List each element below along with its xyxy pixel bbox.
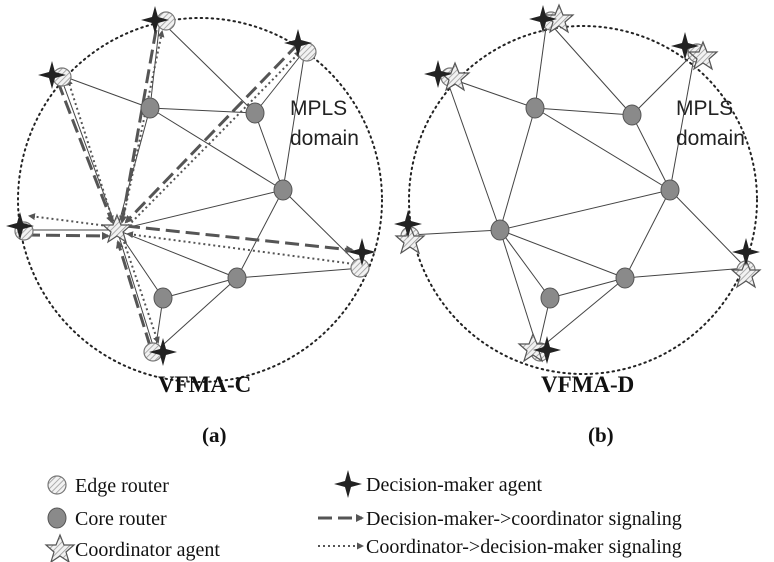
coord-to-dm-arrow [122, 30, 165, 221]
coord-to-dm-arrow [66, 78, 115, 225]
legend-coord-to-dm-label: Coordinator->decision-maker signaling [366, 536, 682, 558]
legend-coordinator-label: Coordinator agent [75, 539, 220, 561]
core-router [227, 267, 247, 289]
domain-label-line2: domain [676, 127, 745, 150]
coord-to-dm-arrow [127, 50, 302, 227]
core-router [540, 287, 560, 309]
scheme-label: VFMA-C [158, 372, 251, 397]
domain-boundary-a [17, 17, 383, 383]
domain-label-line1: MPLS [676, 97, 733, 120]
core-router [622, 104, 642, 126]
dm-to-coord-arrow [119, 29, 158, 224]
coord-to-dm-arrow [126, 231, 355, 265]
core-routers-b [490, 97, 680, 309]
core-router [245, 102, 265, 124]
legend: Edge router Core router Coordinator agen… [44, 470, 682, 562]
dm-to-coord-arrow [115, 240, 152, 347]
legend-dm-to-coord-label: Decision-maker->coordinator signaling [366, 508, 682, 530]
panel-label: (b) [588, 423, 614, 447]
core-router [490, 219, 510, 241]
legend-decision-maker-label: Decision-maker agent [366, 474, 542, 496]
panel-a: MPLS domain VFMA-C (a) [6, 6, 383, 447]
core-router [153, 287, 173, 309]
scheme-label: VFMA-D [541, 372, 634, 397]
domain-label-line2: domain [290, 127, 359, 150]
legend-edge-router-icon [47, 475, 67, 495]
signaling-a [25, 29, 355, 347]
coordinator-agent-star [101, 213, 133, 244]
panel-label: (a) [202, 423, 227, 447]
decision-maker-stars-b [394, 5, 760, 364]
coordinator-stars-b [394, 3, 762, 363]
legend-core-router-icon [47, 507, 67, 529]
core-router [273, 179, 293, 201]
core-router [140, 97, 160, 119]
domain-boundary-b [408, 25, 758, 375]
core-router [660, 179, 680, 201]
core-router [525, 97, 545, 119]
core-routers-a [140, 97, 293, 309]
domain-label-line1: MPLS [290, 97, 347, 120]
dm-to-coord-arrow [56, 81, 114, 224]
legend-coordinator-icon [44, 533, 76, 562]
coord-to-dm-arrow [28, 213, 109, 227]
panel-b: MPLS domain VFMA-D (b) [394, 3, 762, 447]
links-b [409, 19, 747, 351]
core-router [615, 267, 635, 289]
legend-core-router-label: Core router [75, 508, 167, 530]
links-a [22, 19, 363, 353]
dm-to-coord-arrow [124, 42, 300, 224]
legend-decision-maker-icon [334, 470, 362, 498]
edge-routers-a [14, 11, 370, 362]
dm-to-coord-arrow [125, 224, 354, 254]
legend-edge-router-label: Edge router [75, 475, 169, 497]
dm-to-coord-arrow [25, 231, 110, 240]
decision-maker-stars-a [6, 6, 376, 366]
coord-to-dm-arrow [123, 241, 160, 344]
edge-router [350, 258, 370, 278]
